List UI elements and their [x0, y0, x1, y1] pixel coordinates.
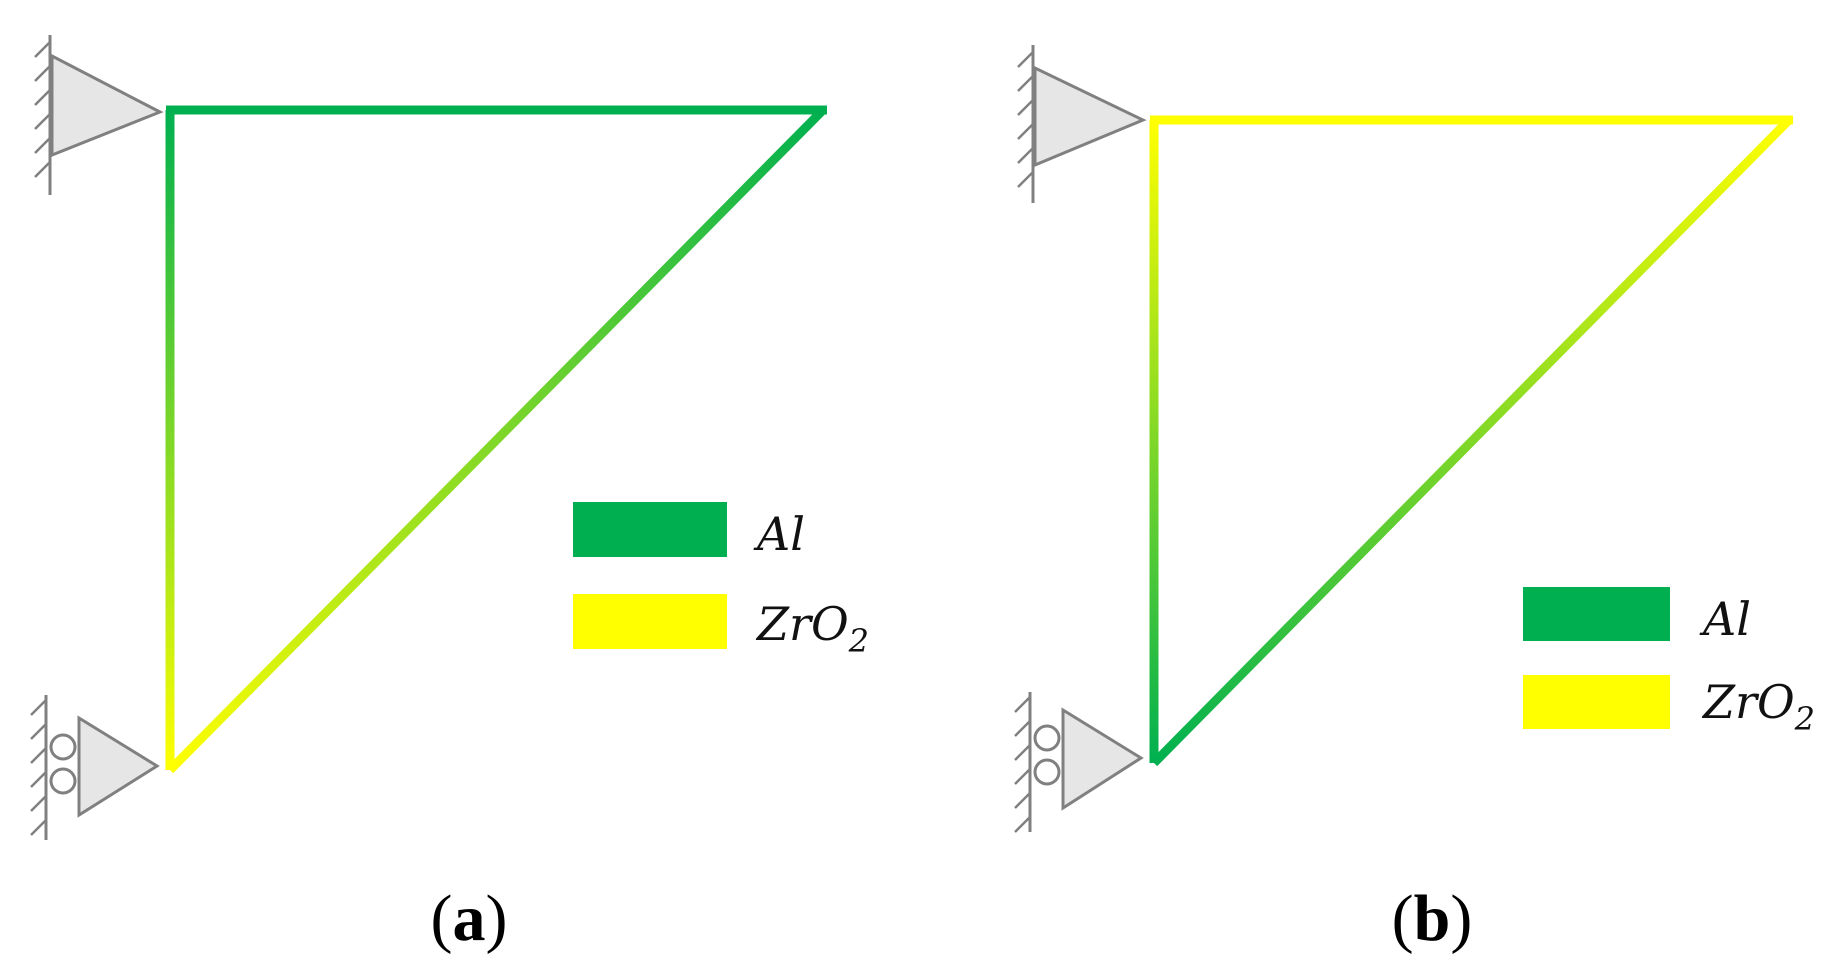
legend-swatch-zro2 — [573, 594, 727, 649]
legend: Al ZrO2 — [573, 502, 869, 660]
panel-b: Al ZrO2 (b) — [1014, 45, 1815, 955]
legend-label-zro2: ZrO2 — [755, 597, 869, 660]
diagonal-member — [1150, 116, 1793, 767]
legend-label-al: Al — [1699, 592, 1751, 646]
panel-caption: (a) — [431, 882, 508, 955]
pin-support-icon — [34, 35, 164, 195]
diagonal-member — [166, 106, 827, 774]
legend-label-zro2: ZrO2 — [1701, 675, 1815, 738]
roller-support-icon — [30, 695, 160, 840]
legend-swatch-al — [573, 502, 727, 557]
panel-a: Al ZrO2 (a) — [30, 35, 869, 955]
legend-swatch-al — [1523, 587, 1670, 641]
pin-support-icon — [1017, 45, 1147, 203]
legend-swatch-zro2 — [1523, 675, 1670, 729]
legend-label-al: Al — [753, 507, 805, 561]
roller-support-icon — [1014, 692, 1144, 833]
legend: Al ZrO2 — [1523, 587, 1815, 738]
panel-caption: (b) — [1392, 882, 1473, 955]
